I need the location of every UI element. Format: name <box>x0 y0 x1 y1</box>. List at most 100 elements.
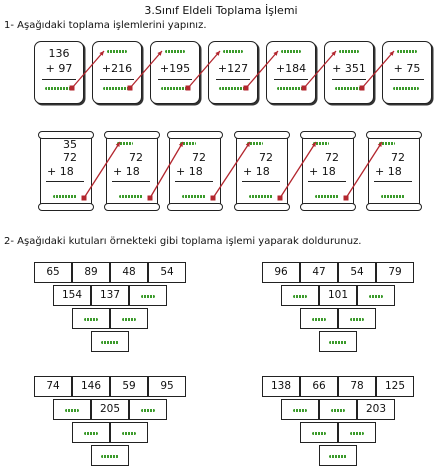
box-value: 95 <box>160 380 174 392</box>
sum-line <box>216 79 250 80</box>
arrow-head <box>178 142 183 147</box>
pyramid-low-box[interactable] <box>338 308 376 329</box>
carried-answer-scribble <box>247 142 263 145</box>
sum-line <box>175 181 213 182</box>
pyramid-low-box[interactable] <box>300 308 338 329</box>
bottom-addend: + 97 <box>45 62 73 75</box>
answer-scribble <box>103 87 129 90</box>
second-addend: 72 <box>192 151 206 164</box>
box-value: 54 <box>350 266 364 278</box>
sum-line <box>274 79 308 80</box>
pyramid-bottom-box[interactable] <box>91 445 129 466</box>
pyramid-mid-box[interactable] <box>357 285 395 306</box>
pyramid-mid-box[interactable] <box>129 399 167 420</box>
pyramid-top-box[interactable]: 96 <box>262 262 300 283</box>
pyramid-mid-box[interactable]: 154 <box>53 285 91 306</box>
box-value: 101 <box>327 289 349 301</box>
pyramid-top-box[interactable]: 146 <box>72 376 110 397</box>
pyramid-low-box[interactable] <box>110 422 148 443</box>
pyramid-mid-box[interactable]: 203 <box>357 399 395 420</box>
pyramid-mid-box[interactable] <box>53 399 91 420</box>
bottom-addend: +184 <box>275 62 307 75</box>
arrow-head <box>331 51 336 56</box>
pyramid-top-box[interactable]: 59 <box>110 376 148 397</box>
pyramid-bottom-box[interactable] <box>319 331 357 352</box>
answer-scribble <box>335 87 361 90</box>
box-value: 154 <box>61 289 83 301</box>
addition-card: +195 <box>150 41 200 104</box>
pyramid-top-box[interactable]: 79 <box>376 262 414 283</box>
answer-scribble <box>312 432 326 435</box>
pyramid-mid-box[interactable] <box>319 399 357 420</box>
pyramid-top-box[interactable]: 48 <box>110 262 148 283</box>
pyramid-bottom-box[interactable] <box>319 445 357 466</box>
arrow-start <box>343 195 349 201</box>
pyramid-top-box[interactable]: 66 <box>300 376 338 397</box>
pyramid-top-box[interactable]: 54 <box>338 262 376 283</box>
connector-arrow <box>345 141 383 199</box>
pyramid-top-box[interactable]: 54 <box>148 262 186 283</box>
pyramid-top-box[interactable]: 95 <box>148 376 186 397</box>
pyramid-low-box[interactable] <box>110 308 148 329</box>
second-addend: 72 <box>63 151 77 164</box>
second-addend: 72 <box>259 151 273 164</box>
answer-scribble <box>329 455 347 458</box>
answer-scribble <box>182 195 206 198</box>
box-value: 74 <box>46 380 60 392</box>
sum-line <box>112 181 150 182</box>
arrow-head <box>389 51 394 56</box>
pyramid-top-box[interactable]: 65 <box>34 262 72 283</box>
answer-scribble <box>293 295 307 298</box>
pyramid-top-box[interactable]: 138 <box>262 376 300 397</box>
pyramid-low-box[interactable] <box>300 422 338 443</box>
arrow-start <box>69 85 75 91</box>
bottom-addend: + 351 <box>332 62 366 75</box>
box-value: 146 <box>80 380 102 392</box>
arrow-start <box>277 195 283 201</box>
pyramid-low-box[interactable] <box>338 422 376 443</box>
box-value: 78 <box>350 380 364 392</box>
pyramid-top-box[interactable]: 78 <box>338 376 376 397</box>
carried-answer-scribble <box>180 142 196 145</box>
addition-card: + 351 <box>324 41 374 104</box>
addition-scroll: 72+ 18 <box>167 131 223 211</box>
pyramid-top-box[interactable]: 89 <box>72 262 110 283</box>
carried-answer-scribble <box>165 50 185 53</box>
answer-scribble <box>119 195 143 198</box>
pyramid-mid-box[interactable]: 101 <box>319 285 357 306</box>
pyramid-low-box[interactable] <box>72 308 110 329</box>
answer-scribble <box>293 409 307 412</box>
answer-scribble <box>219 87 245 90</box>
connector-arrow <box>245 50 279 89</box>
pyramid-mid-box[interactable] <box>129 285 167 306</box>
pyramid-top-box[interactable]: 74 <box>34 376 72 397</box>
pyramid-mid-box[interactable]: 137 <box>91 285 129 306</box>
arrow-head <box>377 142 382 147</box>
pyramid-mid-box[interactable] <box>281 399 319 420</box>
third-addend: + 18 <box>176 165 203 178</box>
box-value: 89 <box>84 266 98 278</box>
pyramid-top-box[interactable]: 125 <box>376 376 414 397</box>
box-value: 48 <box>122 266 136 278</box>
connector-arrow <box>279 141 317 199</box>
pyramid-low-box[interactable] <box>72 422 110 443</box>
second-addend: 72 <box>325 151 339 164</box>
pyramid-mid-box[interactable]: 205 <box>91 399 129 420</box>
pyramid-mid-box[interactable] <box>281 285 319 306</box>
sum-line <box>158 79 192 80</box>
arrow-start <box>81 195 87 201</box>
box-value: 138 <box>270 380 292 392</box>
arrow-start <box>147 195 153 201</box>
sum-line <box>42 79 76 80</box>
arrow-head <box>273 51 278 56</box>
arrow-start <box>359 85 365 91</box>
answer-scribble <box>84 318 98 321</box>
pyramid-bottom-box[interactable] <box>91 331 129 352</box>
pyramid-top-box[interactable]: 47 <box>300 262 338 283</box>
carried-answer-scribble <box>379 142 395 145</box>
sum-line <box>390 79 424 80</box>
arrow-start <box>301 85 307 91</box>
addition-scroll: 72+ 18 <box>300 131 356 211</box>
